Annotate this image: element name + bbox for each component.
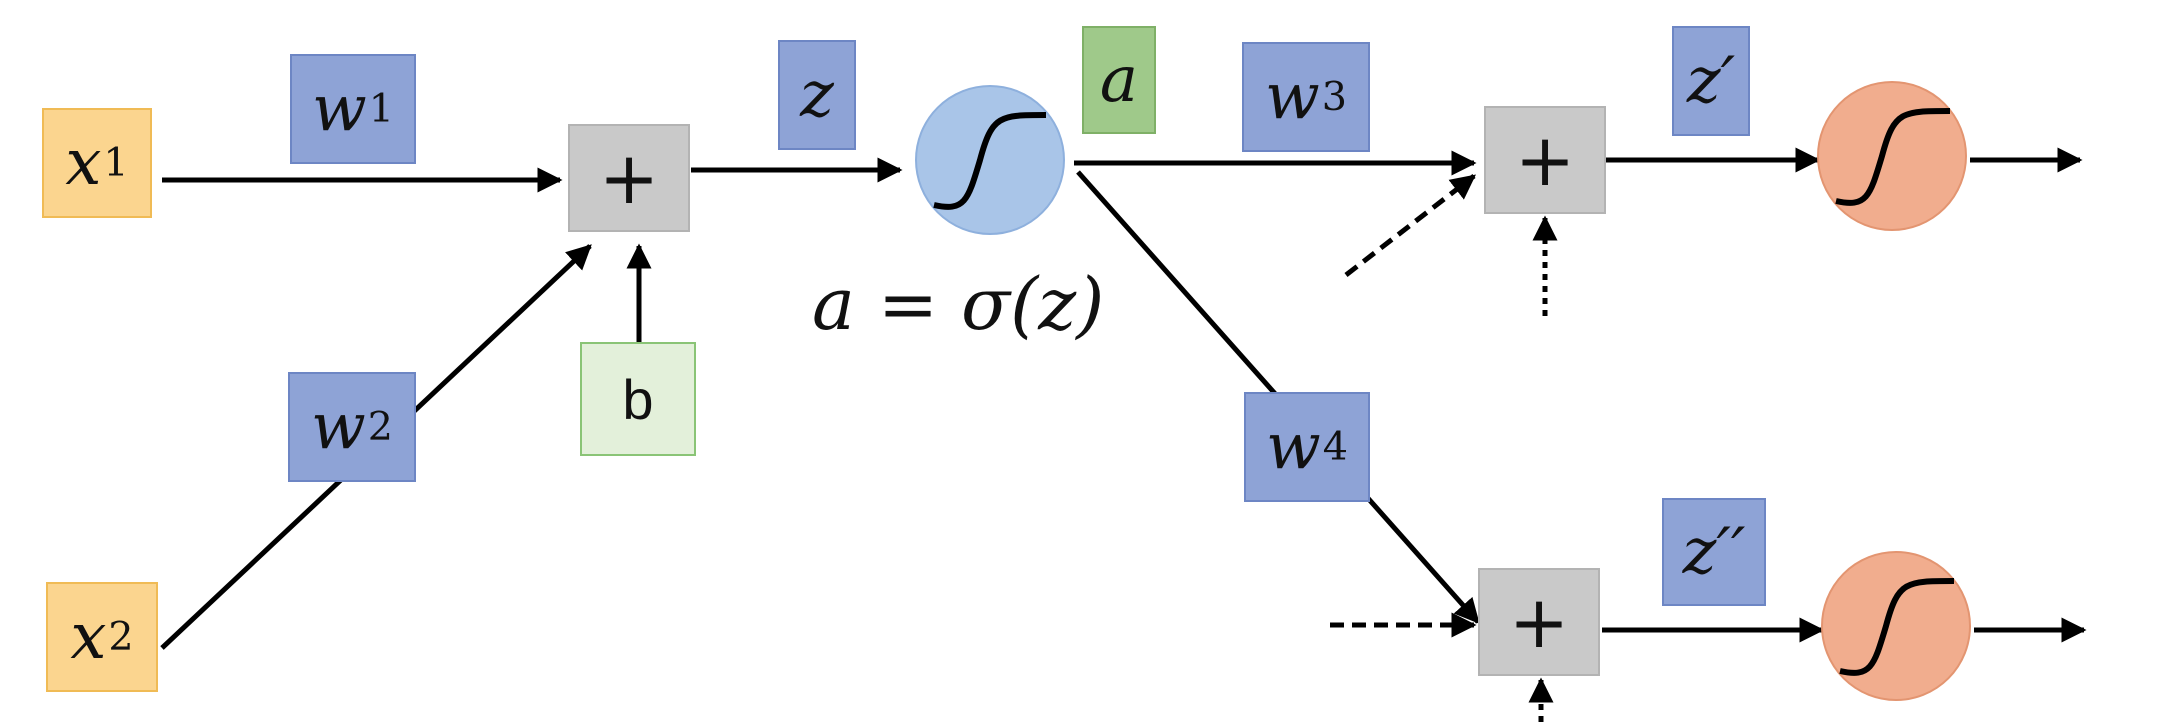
activation-formula: a = σ(z) [812, 262, 1105, 346]
bias-b: b [580, 342, 696, 456]
weight-w1-symbol: w [311, 72, 367, 146]
signal-a: a [1082, 26, 1156, 134]
sigmoid-icon [933, 112, 1047, 210]
weight-w2-subscript: 2 [367, 404, 394, 450]
signal-z-double-prime-label: z′′ [1682, 515, 1746, 589]
output-neuron-bottom [1821, 551, 1971, 701]
plus-icon: + [1514, 118, 1576, 202]
weight-w4-symbol: w [1265, 410, 1321, 484]
signal-z-prime-label: z′ [1686, 44, 1736, 118]
signal-z-prime: z′ [1672, 26, 1750, 136]
plus-icon: + [1508, 580, 1570, 664]
signal-z-double-prime: z′′ [1662, 498, 1766, 606]
signal-z: z [778, 40, 856, 150]
weight-w4-subscript: 4 [1322, 424, 1349, 470]
sum-node-1: + [568, 124, 690, 232]
signal-a-label: a [1099, 43, 1139, 117]
sigmoid-icon [1835, 108, 1951, 206]
plus-icon: + [598, 136, 660, 220]
weight-w1-subscript: 1 [368, 86, 395, 132]
weight-w2-symbol: w [310, 390, 366, 464]
bias-label: b [622, 367, 654, 431]
sigmoid-icon [1839, 578, 1955, 676]
hidden-neuron [915, 85, 1065, 235]
signal-z-label: z [800, 58, 834, 132]
input-x2-subscript: 2 [108, 614, 134, 660]
edge-dashed-sum2 [1344, 174, 1476, 277]
sum-node-3: + [1478, 568, 1600, 676]
weight-w3-symbol: w [1264, 60, 1320, 134]
input-x2-symbol: x [70, 600, 107, 674]
weight-w3-subscript: 3 [1321, 74, 1348, 120]
sum-node-2: + [1484, 106, 1606, 214]
input-x1-symbol: x [65, 126, 102, 200]
output-neuron-top [1817, 81, 1967, 231]
input-x1-subscript: 1 [103, 140, 129, 186]
